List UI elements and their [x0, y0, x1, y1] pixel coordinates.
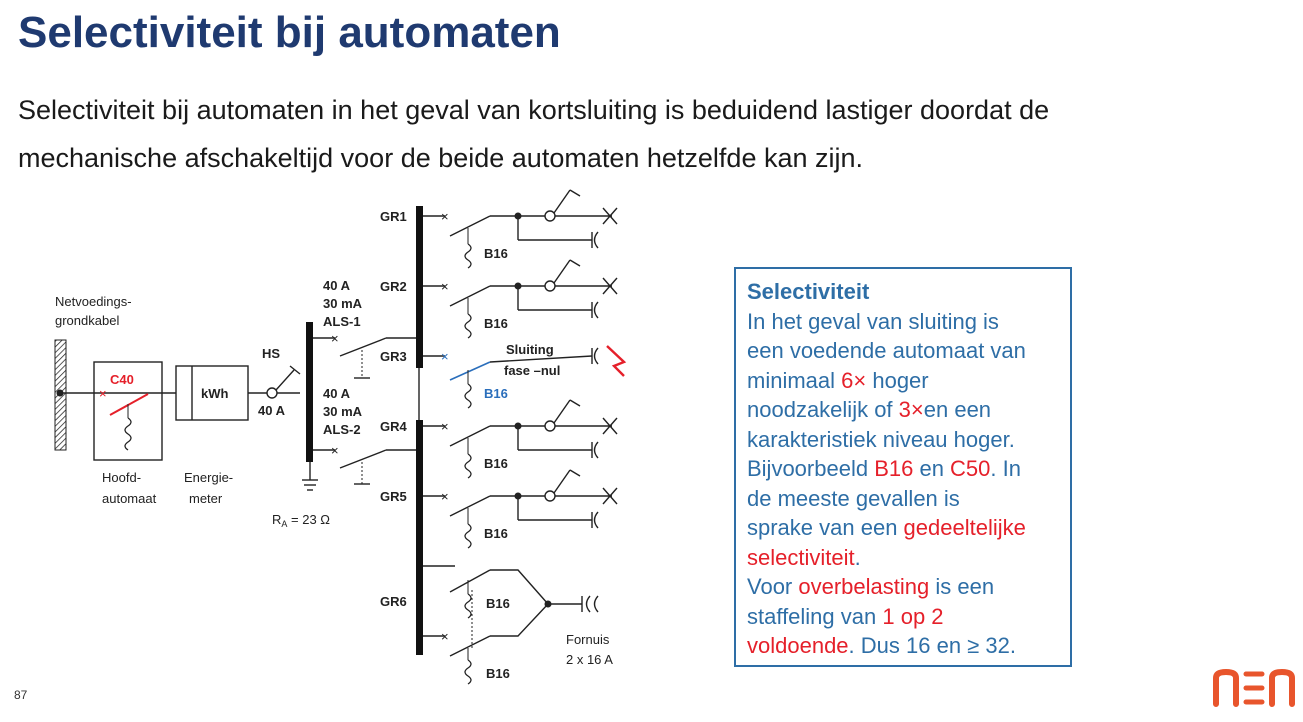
- info-line: In het geval van sluiting is: [747, 308, 999, 334]
- fornuis-label-2: 2 x 16 A: [566, 652, 613, 667]
- svg-text:×: ×: [441, 629, 449, 644]
- circuit-gr4: ×: [423, 399, 618, 479]
- gr5-label: GR5: [380, 489, 407, 504]
- info-line: selectiviteit.: [747, 544, 861, 570]
- distribution-bar: [306, 322, 313, 462]
- intro-line-2: mechanische afschakeltijd voor de beide …: [18, 143, 864, 173]
- gr1-b16-label: B16: [484, 246, 508, 261]
- info-line: een voedende automaat van: [747, 338, 1026, 363]
- hoofdautomaat-label-2: automaat: [102, 491, 157, 506]
- svg-text:×: ×: [441, 209, 449, 224]
- netvoeding-label-1: Netvoedings-: [55, 294, 132, 309]
- als2-label-3: ALS-2: [323, 422, 361, 437]
- hoofdautomaat-label-1: Hoofd-: [102, 470, 141, 485]
- gr6-label: GR6: [380, 594, 407, 609]
- slide-title: Selectiviteit bij automaten: [18, 8, 561, 57]
- als1-label-2: 30 mA: [323, 296, 363, 311]
- info-line: noodzakelijk of 3×en een: [747, 397, 992, 422]
- circuit-gr1: ×: [423, 189, 618, 269]
- circuit-gr5: ×: [423, 469, 618, 549]
- c40-coil: [124, 417, 132, 451]
- als2-label-2: 30 mA: [323, 404, 363, 419]
- als1-label-1: 40 A: [323, 278, 351, 293]
- circuit-gr6: ×: [423, 565, 599, 685]
- svg-text:×: ×: [441, 489, 449, 504]
- hs-label: HS: [262, 346, 280, 361]
- svg-text:×: ×: [441, 419, 449, 434]
- gr4-label: GR4: [380, 419, 408, 434]
- gr2-b16-label: B16: [484, 316, 508, 331]
- short-circuit-mark: [606, 345, 627, 377]
- hs-rating-label: 40 A: [258, 403, 286, 418]
- info-line: karakteristiek niveau hoger.: [747, 426, 1015, 452]
- info-line: de meeste gevallen is: [747, 485, 960, 511]
- info-line: minimaal 6× hoger: [747, 367, 929, 393]
- gr3-label: GR3: [380, 349, 407, 364]
- svg-text:×: ×: [441, 279, 449, 294]
- hs-switch-node: [266, 387, 278, 399]
- svg-text:×: ×: [441, 349, 449, 364]
- busbar-lower: [416, 420, 423, 655]
- gr5-b16-label: B16: [484, 526, 508, 541]
- hs-switch-blade: [275, 369, 295, 391]
- sluiting-label-1: Sluiting: [506, 342, 554, 357]
- info-heading: Selectiviteit: [747, 279, 870, 304]
- nen-logo: [1213, 668, 1295, 707]
- kwh-label: kWh: [201, 386, 229, 401]
- gr4-b16-label: B16: [484, 456, 508, 471]
- info-line: Bijvoorbeeld B16 en C50. In: [747, 456, 1021, 481]
- info-line: staffeling van 1 op 2: [747, 603, 944, 629]
- als2-label-1: 40 A: [323, 386, 351, 401]
- gr3-b16-label: B16: [484, 386, 508, 401]
- page-number: 87: [14, 688, 28, 702]
- fornuis-label-1: Fornuis: [566, 632, 610, 647]
- intro-line-1: Selectiviteit bij automaten in het geval…: [18, 95, 1050, 125]
- gr6-b16-upper-label: B16: [486, 596, 510, 611]
- energiemeter-label-2: meter: [189, 491, 223, 506]
- busbar-upper: [416, 206, 423, 368]
- gr2-label: GR2: [380, 279, 407, 294]
- info-line: voldoende. Dus 16 en ≥ 32.: [747, 633, 1016, 658]
- circuit-gr3: ×: [423, 345, 627, 409]
- als1-switch: [339, 337, 387, 357]
- sluiting-label-2: fase –nul: [504, 363, 560, 378]
- als1-label-3: ALS-1: [323, 314, 361, 329]
- svg-text:×: ×: [99, 386, 107, 401]
- c40-switch: [109, 393, 149, 416]
- info-line: Voor overbelasting is een: [747, 574, 995, 599]
- selectivity-info-box: Selectiviteit In het geval van sluiting …: [734, 267, 1072, 667]
- gr6-b16-lower-label: B16: [486, 666, 510, 681]
- energy-meter-box: [175, 365, 249, 421]
- svg-text:×: ×: [331, 443, 339, 458]
- ra-label: RA = 23 Ω: [272, 512, 330, 529]
- netvoeding-label-2: grondkabel: [55, 313, 119, 328]
- svg-text:×: ×: [331, 331, 339, 346]
- circuit-gr2: ×: [423, 259, 618, 339]
- energiemeter-label-1: Energie-: [184, 470, 233, 485]
- intro-text: Selectiviteit bij automaten in het geval…: [18, 86, 1258, 182]
- info-line: sprake van een gedeeltelijke: [747, 515, 1026, 540]
- c40-label: C40: [110, 372, 134, 387]
- gr1-label: GR1: [380, 209, 407, 224]
- als2-switch: [339, 449, 387, 469]
